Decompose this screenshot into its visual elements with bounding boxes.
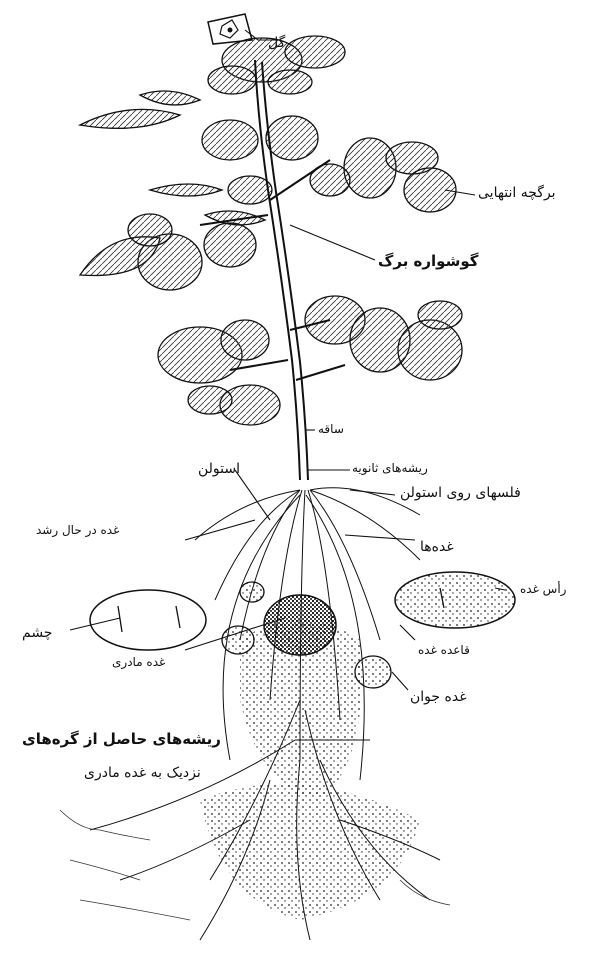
- label-mother-tuber: غده مادری: [112, 656, 165, 668]
- detail-tuber-left: [90, 590, 206, 650]
- label-scales-on-stolon: فلسهای روی استولن: [400, 486, 521, 500]
- label-stolon: استولن: [198, 462, 240, 476]
- label-tuber-base: قاعده غده: [418, 644, 470, 656]
- label-leaf-earring: گوشواره برگ: [378, 254, 478, 269]
- label-eye: چشم: [22, 626, 52, 640]
- label-stem-roots: ریشه‌های ثانویه: [352, 462, 428, 474]
- detail-tuber-right: [395, 572, 515, 628]
- middle-leaves-left: [80, 214, 256, 290]
- upper-leaves: [150, 116, 456, 225]
- lower-leaves-left: [158, 320, 280, 425]
- label-roots-line1: ریشه‌های حاصل از گره‌های: [22, 732, 221, 747]
- lower-leaves-right: [305, 296, 462, 380]
- label-tubers: غده‌ها: [420, 540, 454, 554]
- label-terminal-leaflet: برگچه انتهایی: [478, 186, 556, 200]
- mother-tuber: [264, 595, 336, 655]
- label-stem: ساقه: [318, 423, 344, 435]
- label-tuber-apex: رأس غده: [520, 583, 566, 595]
- label-growing-tuber: غده در حال رشد: [36, 524, 119, 536]
- inflorescence: [80, 36, 345, 128]
- label-roots-line2: نزدیک به غده مادری: [84, 766, 201, 780]
- label-flower: گل: [268, 36, 285, 50]
- label-young-tuber: غده جوان: [410, 690, 467, 704]
